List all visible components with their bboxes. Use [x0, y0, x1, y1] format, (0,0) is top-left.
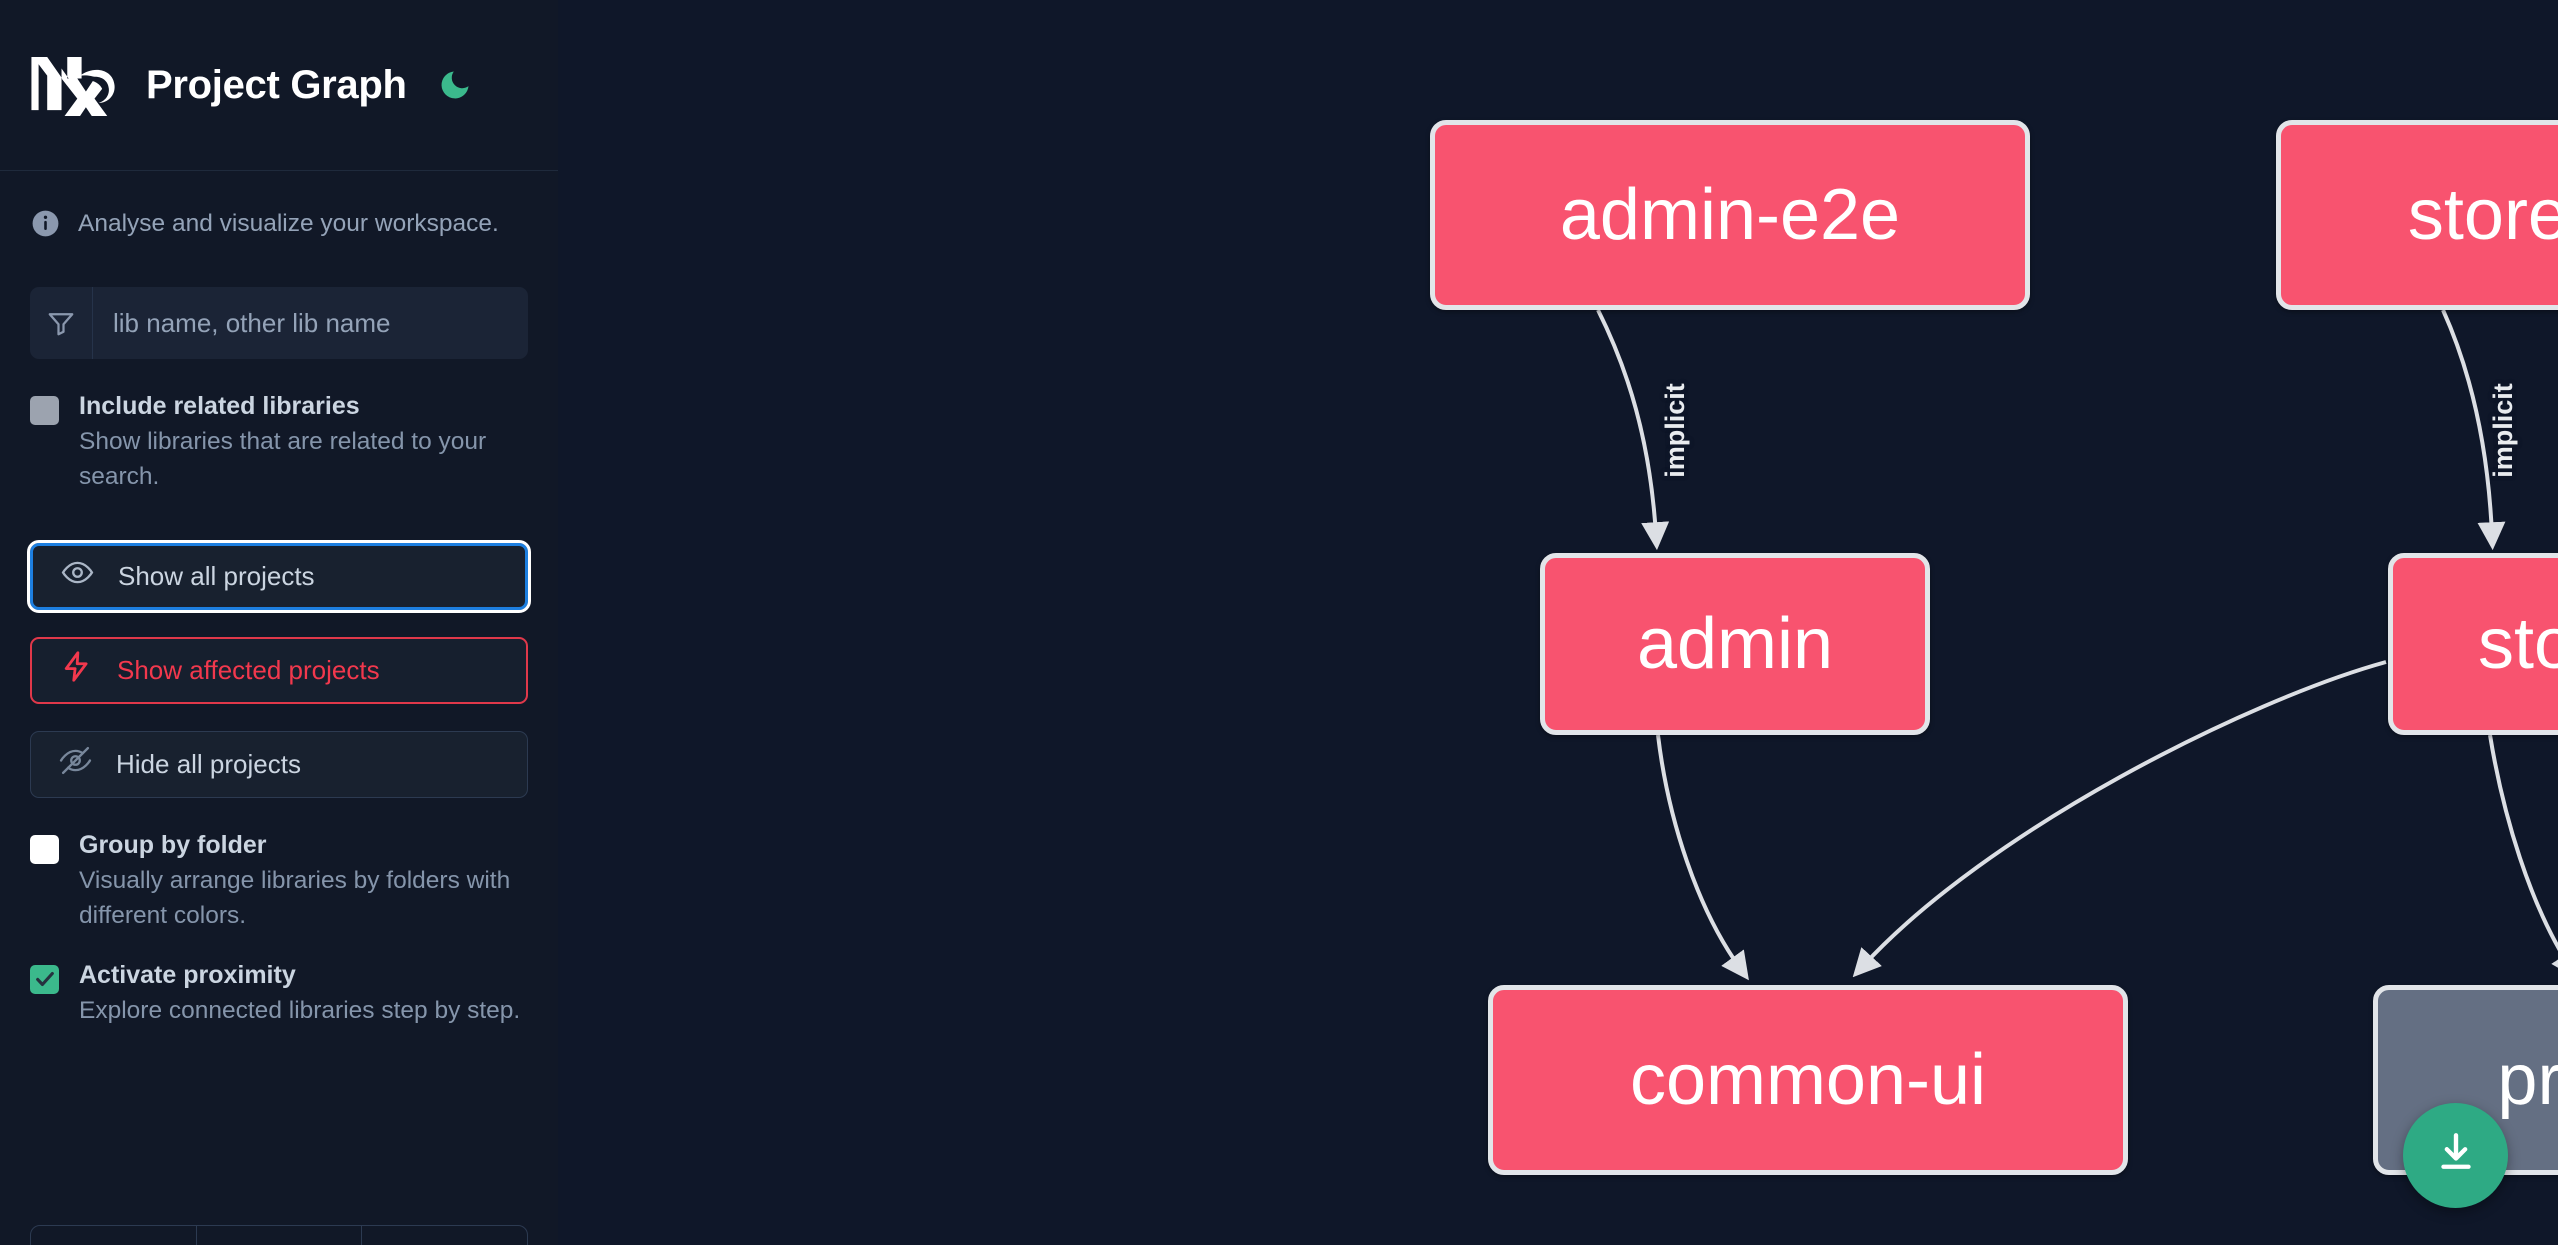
checkbox-include-related-libraries[interactable] — [30, 396, 59, 425]
sidebar-tagline: Analyse and visualize your workspace. — [0, 171, 558, 239]
edge-admin-e2e-to-admin — [1596, 309, 1670, 551]
graph-edges — [1596, 309, 2558, 981]
node-label: store-e2e — [2407, 175, 2558, 255]
node-label: admin — [1636, 604, 1834, 684]
graph-node-admin-e2e[interactable]: admin-e2e — [1430, 120, 2030, 310]
page-title: Project Graph — [146, 62, 407, 107]
edge-label-implicit: implicit — [1659, 383, 1690, 478]
option-label: Include related libraries — [79, 392, 360, 420]
graph-canvas[interactable]: implicit implicit admin-e2e store-e2e ad… — [558, 0, 2558, 1245]
tagline-text: Analyse and visualize your workspace. — [78, 209, 499, 237]
node-label: store — [2477, 604, 2558, 684]
graph-node-store-e2e[interactable]: store-e2e — [2276, 120, 2558, 310]
bottom-button-group-cell[interactable] — [31, 1226, 197, 1245]
option-group-by-folder[interactable]: Group by folder Visually arrange librari… — [0, 830, 558, 934]
option-description: Visually arrange libraries by folders wi… — [79, 867, 511, 929]
option-label: Activate proximity — [79, 960, 296, 989]
filter-field[interactable] — [30, 287, 528, 359]
graph-node-common-ui[interactable]: common-ui — [1488, 985, 2128, 1175]
eye-icon — [61, 556, 94, 596]
checkbox-group-by-folder[interactable] — [30, 834, 59, 864]
info-circle-icon — [30, 208, 61, 239]
filter-funnel-icon — [30, 287, 93, 359]
option-include-related-libraries[interactable]: Include related libraries Show libraries… — [0, 391, 558, 495]
search-input[interactable] — [93, 287, 528, 359]
show-all-projects-button[interactable]: Show all projects — [27, 539, 531, 613]
edge-store-to-products — [2488, 734, 2558, 980]
graph-node-store[interactable]: store — [2388, 553, 2558, 735]
option-activate-proximity[interactable]: Activate proximity Explore connected lib… — [0, 960, 558, 1029]
nx-logo-icon — [30, 54, 116, 121]
node-label: admin-e2e — [1559, 175, 1901, 255]
option-label: Group by folder — [79, 830, 267, 859]
sidebar: Project Graph Analyse and visualize your… — [0, 0, 558, 1245]
hide-all-projects-button[interactable]: Hide all projects — [30, 730, 528, 798]
show-all-projects-label: Show all projects — [118, 560, 315, 591]
option-description: Explore connected libraries step by step… — [79, 996, 521, 1024]
edge-admin-to-common-ui — [1656, 734, 1749, 981]
lightning-bolt-icon — [60, 650, 93, 690]
bottom-button-group-cell[interactable] — [197, 1226, 363, 1245]
bottom-button-group[interactable] — [30, 1225, 528, 1245]
sidebar-header: Project Graph — [0, 0, 558, 171]
checkbox-activate-proximity[interactable] — [30, 964, 59, 994]
graph-node-admin[interactable]: admin — [1540, 553, 1930, 735]
download-icon — [2431, 1128, 2481, 1183]
bottom-button-group-cell[interactable] — [362, 1226, 527, 1245]
node-label: common-ui — [1629, 1040, 1987, 1120]
download-graph-button[interactable] — [2403, 1103, 2508, 1208]
edge-store-to-common-ui — [1852, 660, 2387, 978]
eye-off-icon — [59, 744, 92, 784]
edge-label-implicit: implicit — [2487, 383, 2518, 478]
node-label: products — [2497, 1040, 2558, 1120]
show-affected-projects-button[interactable]: Show affected projects — [30, 636, 528, 704]
show-affected-projects-label: Show affected projects — [117, 654, 380, 685]
project-visibility-buttons: Show all projects Show affected projects — [0, 539, 558, 798]
edge-store-e2e-to-store — [2441, 309, 2506, 551]
option-description: Show libraries that are related to your … — [79, 428, 487, 491]
hide-all-projects-label: Hide all projects — [116, 748, 301, 779]
moon-icon[interactable] — [433, 63, 477, 107]
